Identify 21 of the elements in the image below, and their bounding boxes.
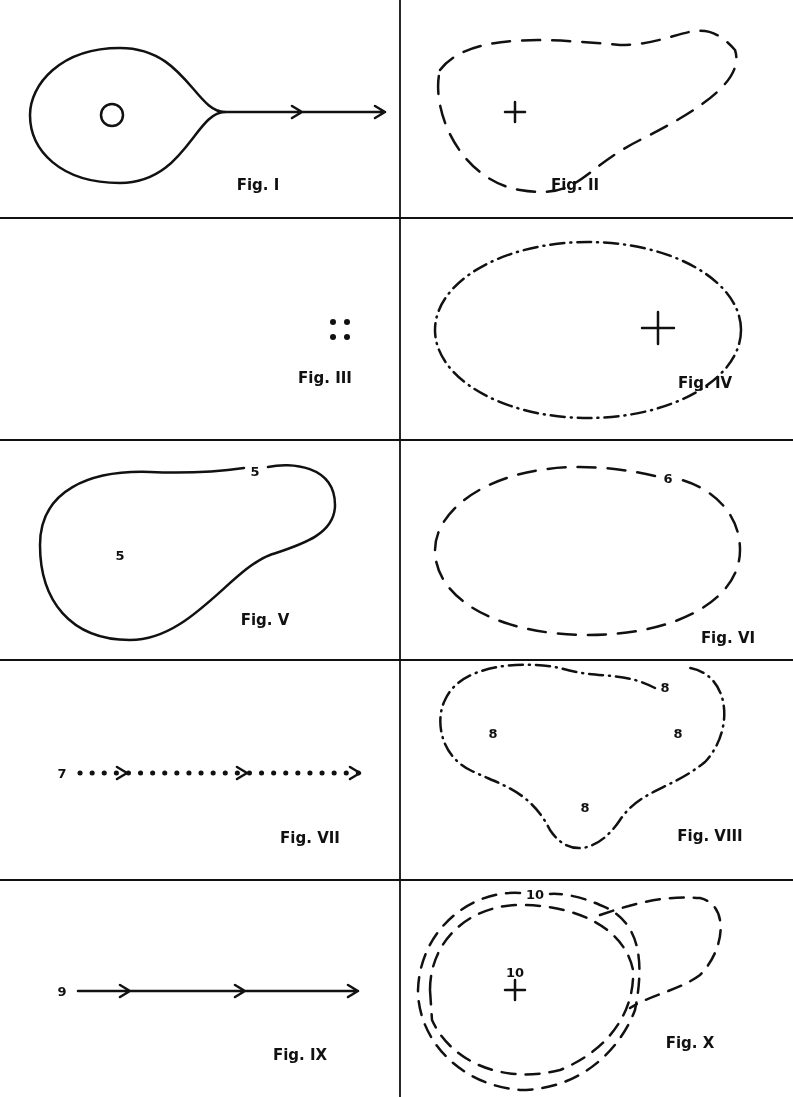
figure-number: 8: [673, 726, 683, 740]
figure-number: 6: [663, 471, 673, 485]
figure-number: 5: [250, 464, 260, 478]
figure-caption: Fig. I: [236, 177, 280, 193]
figure-number: 5: [115, 548, 125, 562]
figure-number: 8: [580, 800, 590, 814]
figure-number: 9: [57, 984, 67, 998]
figure-number: 10: [505, 965, 525, 979]
figure-caption: Fig. VIII: [677, 828, 743, 844]
figure-number: 7: [57, 766, 67, 780]
figure-caption: Fig. VI: [700, 630, 756, 646]
figure-caption: Fig. II: [550, 177, 600, 193]
figure-number: 8: [660, 680, 670, 694]
figure-caption: Fig. IX: [272, 1047, 328, 1063]
figure-caption: Fig. VII: [280, 830, 340, 846]
figure-number: 8: [488, 726, 498, 740]
figure-caption: Fig. X: [665, 1035, 715, 1051]
figure-caption: Fig. V: [240, 612, 290, 628]
figure-caption: Fig. IV: [677, 375, 733, 391]
figure-number: 10: [525, 887, 545, 901]
figure-caption: Fig. III: [298, 370, 352, 386]
